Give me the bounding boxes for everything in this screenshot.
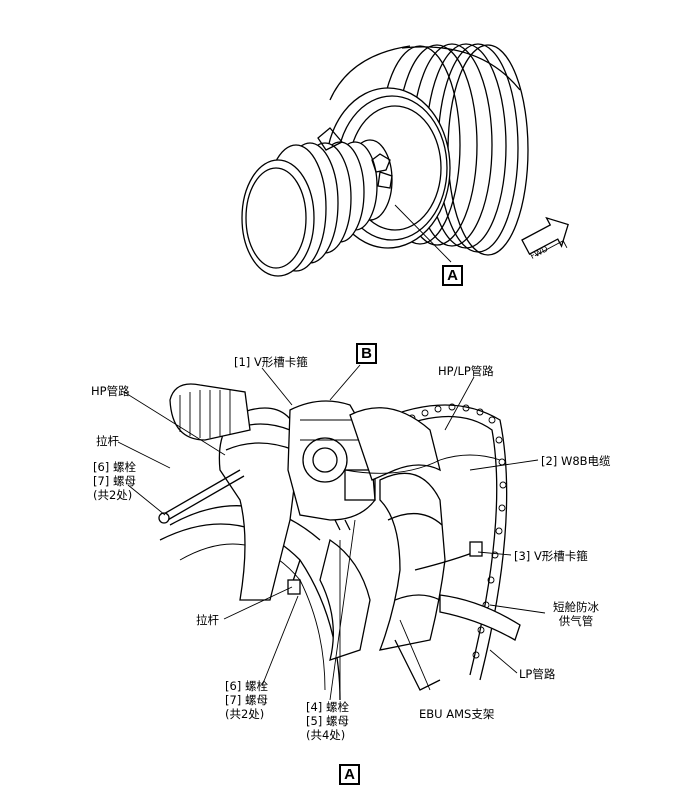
label-lp-duct: LP管路 bbox=[519, 667, 556, 681]
label-v-clamp-1: [1] V形槽卡箍 bbox=[234, 355, 308, 369]
label-bolt-6-upper: [6] 螺栓 bbox=[93, 460, 136, 474]
label-nut-7-lower: [7] 螺母 bbox=[225, 693, 268, 707]
label-bolt-6-lower: [6] 螺栓 bbox=[225, 679, 268, 693]
label-strut-lower: 拉杆 bbox=[196, 613, 219, 627]
label-qty-4: (共4处) bbox=[306, 728, 346, 742]
label-qty-2-upper: (共2处) bbox=[93, 488, 133, 502]
label-nacelle-anti-ice-2: 供气管 bbox=[558, 614, 594, 628]
label-hp-duct: HP管路 bbox=[91, 384, 130, 398]
label-strut-upper: 拉杆 bbox=[96, 434, 119, 448]
label-hp-lp-duct: HP/LP管路 bbox=[438, 364, 494, 378]
label-v-clamp-3: [3] V形槽卡箍 bbox=[514, 549, 588, 563]
label-nut-5: [5] 螺母 bbox=[306, 714, 349, 728]
view-b-callout: B bbox=[356, 343, 377, 364]
detail-view-a bbox=[117, 364, 546, 701]
label-bolt-4: [4] 螺栓 bbox=[306, 700, 349, 714]
fwd-arrow-icon bbox=[521, 216, 569, 257]
label-w8b-cable: [2] W8B电缆 bbox=[541, 454, 611, 468]
label-nut-7-upper: [7] 螺母 bbox=[93, 474, 136, 488]
label-ebu-ams-bracket: EBU AMS支架 bbox=[419, 707, 495, 721]
engine-overview bbox=[241, 43, 569, 277]
label-nacelle-anti-ice-1: 短舱防冰 bbox=[553, 600, 599, 614]
footer-view-label: A bbox=[339, 764, 360, 785]
label-qty-2-lower: (共2处) bbox=[225, 707, 265, 721]
view-a-callout: A bbox=[442, 265, 463, 286]
